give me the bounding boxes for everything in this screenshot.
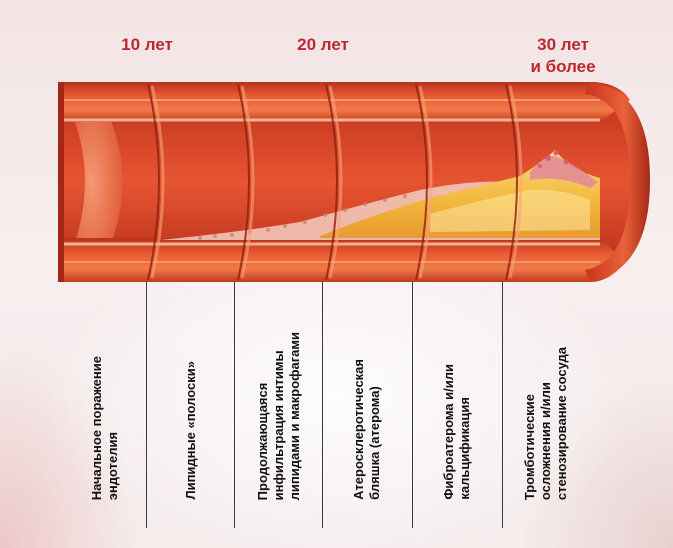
divider-2	[234, 282, 235, 528]
stage-label-1: Начальное поражение эндотелия	[74, 310, 136, 500]
divider-3	[322, 282, 323, 528]
stage-label-6: Тромботические осложнения и/или стенозир…	[515, 310, 577, 500]
divider-1	[146, 282, 147, 528]
divider-4	[412, 282, 413, 528]
stage-label-4: Атеросклеротическая бляшка (атерома)	[336, 310, 398, 500]
divider-5	[502, 282, 503, 528]
stage-label-5: Фиброатерома и/или кальцификация	[426, 310, 488, 500]
stage-label-3: Продолжающаяся инфильтрация интимы липид…	[248, 310, 310, 500]
stage-label-2: Липидные «полоски»	[160, 310, 222, 500]
